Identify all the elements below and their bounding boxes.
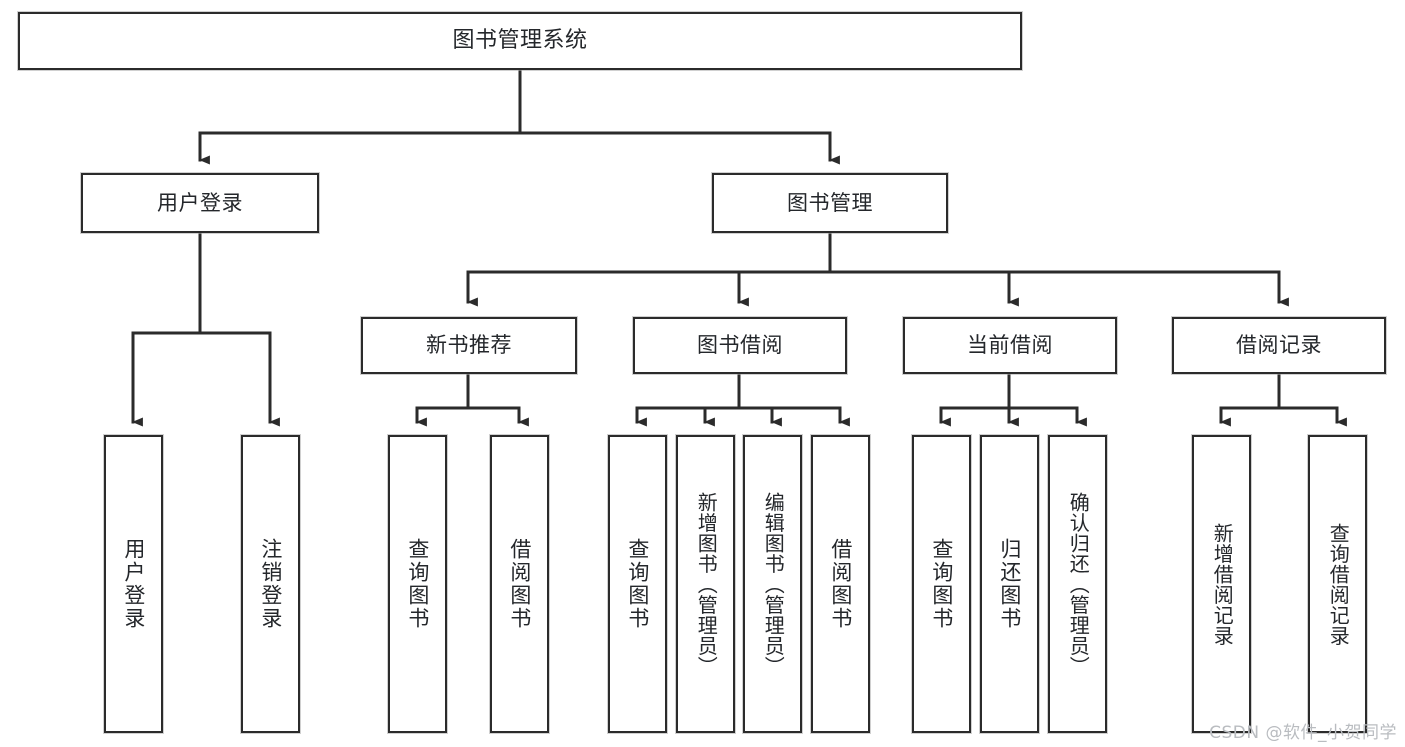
node-label: 查询图书 [405,538,430,630]
node-user-login[interactable]: 用户登录 [81,173,319,233]
node-book-borrow[interactable]: 图书借阅 [633,317,847,374]
leaf-borrow-book-recommendation[interactable]: 借阅图书 [490,435,549,733]
leaf-user-login[interactable]: 用户登录 [104,435,163,733]
node-label: 新书推荐 [426,333,512,358]
watermark-text: CSDN @软件_小贺同学 [1209,723,1397,743]
node-label: 图书管理系统 [452,28,588,54]
node-borrow-record[interactable]: 借阅记录 [1172,317,1386,374]
node-label: 查询图书 [929,538,954,630]
node-label: 新增借阅记录 [1210,522,1235,646]
node-new-book-recommendation[interactable]: 新书推荐 [361,317,577,374]
node-label: 查询借阅记录 [1326,522,1351,646]
leaf-query-book-recommendation[interactable]: 查询图书 [388,435,447,733]
leaf-borrow-book[interactable]: 借阅图书 [811,435,870,733]
node-label: 用户登录 [121,538,146,630]
leaf-query-book-borrow[interactable]: 查询图书 [608,435,667,733]
node-label: 确认归还（管理员） [1066,491,1091,677]
node-current-borrow[interactable]: 当前借阅 [903,317,1117,374]
node-label: 借阅图书 [507,538,532,630]
node-label: 查询图书 [625,538,650,630]
leaf-return-book[interactable]: 归还图书 [980,435,1039,733]
node-label: 借阅图书 [828,538,853,630]
leaf-query-book-current[interactable]: 查询图书 [912,435,971,733]
leaf-query-borrow-record[interactable]: 查询借阅记录 [1308,435,1367,733]
node-root-system[interactable]: 图书管理系统 [18,12,1022,70]
leaf-logout[interactable]: 注销登录 [241,435,300,733]
leaf-add-book-admin[interactable]: 新增图书（管理员） [676,435,735,733]
node-label: 归还图书 [997,538,1022,630]
node-label: 当前借阅 [967,333,1053,358]
leaf-add-borrow-record[interactable]: 新增借阅记录 [1192,435,1251,733]
node-book-management[interactable]: 图书管理 [712,173,948,233]
leaf-edit-book-admin[interactable]: 编辑图书（管理员） [743,435,802,733]
node-label: 注销登录 [258,538,283,630]
node-label: 借阅记录 [1236,333,1322,358]
node-label: 新增图书（管理员） [694,491,719,677]
leaf-confirm-return-admin[interactable]: 确认归还（管理员） [1048,435,1107,733]
node-label: 编辑图书（管理员） [761,491,786,677]
node-label: 用户登录 [157,190,243,215]
node-label: 图书借阅 [697,333,783,358]
node-label: 图书管理 [787,190,873,215]
